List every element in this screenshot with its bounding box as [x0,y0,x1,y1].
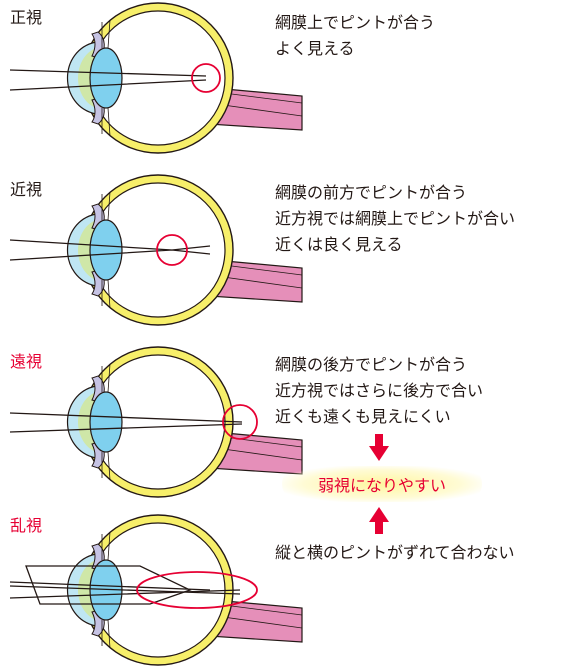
zonule-fibers [101,191,111,309]
label-hyperopia: 遠視 [10,352,43,371]
label-astigmatism: 乱視 [10,516,43,535]
arrow-down-icon [369,434,389,461]
focus-ellipse-astigmatism [136,571,258,609]
desc-astigmatism: 縦と横のピントがずれて合わない [275,540,515,566]
zonule-fibers [101,363,111,481]
zonule-fibers [101,531,111,649]
focus-circle-normal [191,63,221,93]
desc-normal-line-1: 網膜上でピントが合う [275,13,436,32]
eye-myopia [66,174,303,326]
crystalline-lens [89,47,123,109]
desc-myopia-line-3: 近くは良く見える [275,235,403,254]
desc-normal: 網膜上でピントが合う よく見える [275,10,435,62]
amblyopia-callout: 弱視になりやすい [282,466,482,502]
label-normal: 正視 [10,8,43,27]
crystalline-lens [89,219,123,281]
focus-circle-myopia [156,234,188,266]
desc-hyperopia-line-1: 網膜の後方でピントが合う [275,355,468,374]
desc-myopia-line-1: 網膜の前方でピントが合う [275,183,468,202]
desc-astigmatism-line-1: 縦と横のピントがずれて合わない [275,543,515,562]
desc-hyperopia-line-3: 近くも遠くも見えにくい [275,407,451,426]
desc-myopia: 網膜の前方でピントが合う 近方視では網膜上でピントが合い 近くは良く見える [275,180,515,258]
label-myopia: 近視 [10,180,43,199]
eye-hyperopia [66,346,303,498]
eye-astigmatism [66,514,303,666]
desc-normal-line-2: よく見える [275,39,355,58]
rays-normal [9,69,207,91]
crystalline-lens [89,391,123,453]
rays-astigmatism-plane-2 [9,581,241,599]
desc-myopia-line-2: 近方視では網膜上でピントが合い [275,209,516,228]
arrow-up-icon [369,507,389,534]
eye-normal [66,2,303,154]
desc-hyperopia-line-2: 近方視ではさらに後方で合い [275,381,484,400]
zonule-fibers [101,19,111,137]
rays-myopia [9,239,211,261]
focus-circle-hyperopia [222,404,258,440]
rays-hyperopia [9,412,243,433]
desc-hyperopia: 網膜の後方でピントが合う 近方視ではさらに後方で合い 近くも遠くも見えにくい [275,352,483,430]
